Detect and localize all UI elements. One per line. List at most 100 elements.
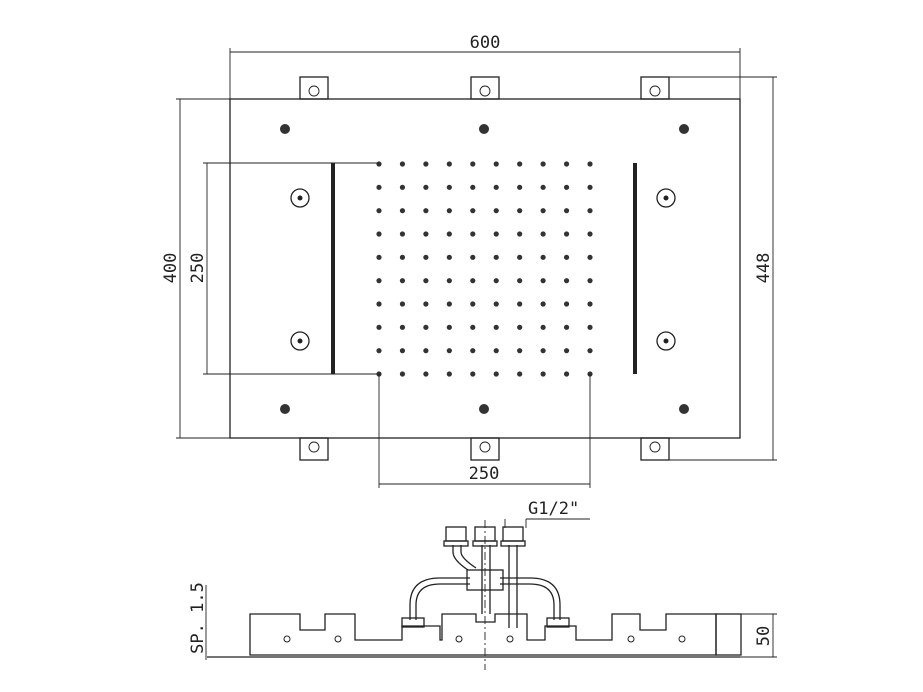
led-bar-right (633, 163, 637, 374)
nozzle (446, 254, 452, 260)
top-view: 600 400 250 448 250 (161, 33, 777, 488)
nozzle (376, 161, 382, 167)
nozzle (423, 301, 429, 307)
nozzle (423, 184, 429, 190)
dim-inner-height-250: 250 (188, 253, 208, 284)
nozzle (493, 348, 499, 354)
nozzle (493, 184, 499, 190)
nozzle (376, 254, 382, 260)
nozzle (493, 254, 499, 260)
nozzle (517, 161, 523, 167)
nozzle (517, 301, 523, 307)
nozzle (587, 161, 593, 167)
nozzle (563, 371, 570, 377)
mounting-tabs (299, 76, 670, 461)
nozzle (376, 208, 382, 214)
nozzle (563, 161, 570, 167)
nozzle (517, 254, 523, 260)
nozzle (446, 301, 452, 307)
nozzle (517, 184, 523, 190)
nozzle (446, 371, 452, 377)
nozzle-grid (376, 161, 593, 377)
nozzle (540, 231, 546, 237)
nozzle (493, 278, 499, 284)
nozzle (399, 254, 406, 260)
led-bar-left (331, 163, 335, 374)
nozzle (399, 161, 406, 167)
nozzle (493, 324, 499, 330)
nozzle (563, 208, 570, 214)
nozzle (423, 324, 429, 330)
nozzle (446, 208, 452, 214)
nozzle (563, 184, 570, 190)
pipework (401, 526, 570, 628)
nozzle (493, 231, 499, 237)
nozzle (446, 161, 452, 167)
screws (280, 124, 689, 414)
nozzle (587, 208, 593, 214)
nozzle (423, 231, 429, 237)
nozzle (399, 184, 406, 190)
dimension-lines (176, 48, 777, 488)
nozzle (493, 161, 499, 167)
nozzle (470, 348, 476, 354)
nozzle (470, 161, 476, 167)
side-dimension-lines (205, 518, 777, 670)
dim-height-400: 400 (161, 253, 181, 284)
nozzle (540, 161, 546, 167)
nozzle (399, 231, 406, 237)
nozzle (376, 231, 382, 237)
dim-width-600: 600 (470, 33, 501, 53)
thickness-label: SP. 1.5 (188, 582, 208, 654)
nozzle (376, 278, 382, 284)
nozzle (399, 301, 406, 307)
nozzle (563, 301, 570, 307)
nozzle (517, 231, 523, 237)
nozzle (376, 348, 382, 354)
nozzle (517, 348, 523, 354)
nozzle (517, 371, 523, 377)
dim-height-448: 448 (754, 253, 774, 284)
nozzle (423, 371, 429, 377)
nozzle (517, 324, 523, 330)
nozzle (587, 324, 593, 330)
side-view: G1/2" SP. 1.5 50 (188, 499, 777, 670)
nozzle (446, 324, 452, 330)
nozzle (587, 348, 593, 354)
nozzle (470, 324, 476, 330)
nozzle (587, 301, 593, 307)
nozzle (540, 278, 546, 284)
nozzle (587, 184, 593, 190)
nozzle (540, 184, 546, 190)
body-outline (249, 613, 717, 656)
nozzle (376, 184, 382, 190)
nozzle (446, 348, 452, 354)
nozzle (423, 254, 429, 260)
nozzle (423, 161, 429, 167)
nozzle (399, 348, 406, 354)
nozzle (399, 278, 406, 284)
nozzle (399, 208, 406, 214)
nozzle (540, 324, 546, 330)
nozzle (376, 301, 382, 307)
nozzle (470, 184, 476, 190)
nozzle (470, 278, 476, 284)
nozzle (399, 371, 406, 377)
light-points (290, 188, 676, 351)
end-cap (715, 613, 742, 656)
nozzle (399, 324, 406, 330)
nozzle (517, 278, 523, 284)
nozzle (446, 231, 452, 237)
plate-outline (229, 98, 741, 439)
nozzle (540, 254, 546, 260)
thread-size-label: G1/2" (528, 499, 579, 519)
dim-inner-width-250: 250 (469, 464, 500, 484)
nozzle (470, 254, 476, 260)
nozzle (587, 278, 593, 284)
nozzle (446, 278, 452, 284)
nozzle (470, 231, 476, 237)
nozzle (493, 371, 499, 377)
nozzle (517, 208, 523, 214)
